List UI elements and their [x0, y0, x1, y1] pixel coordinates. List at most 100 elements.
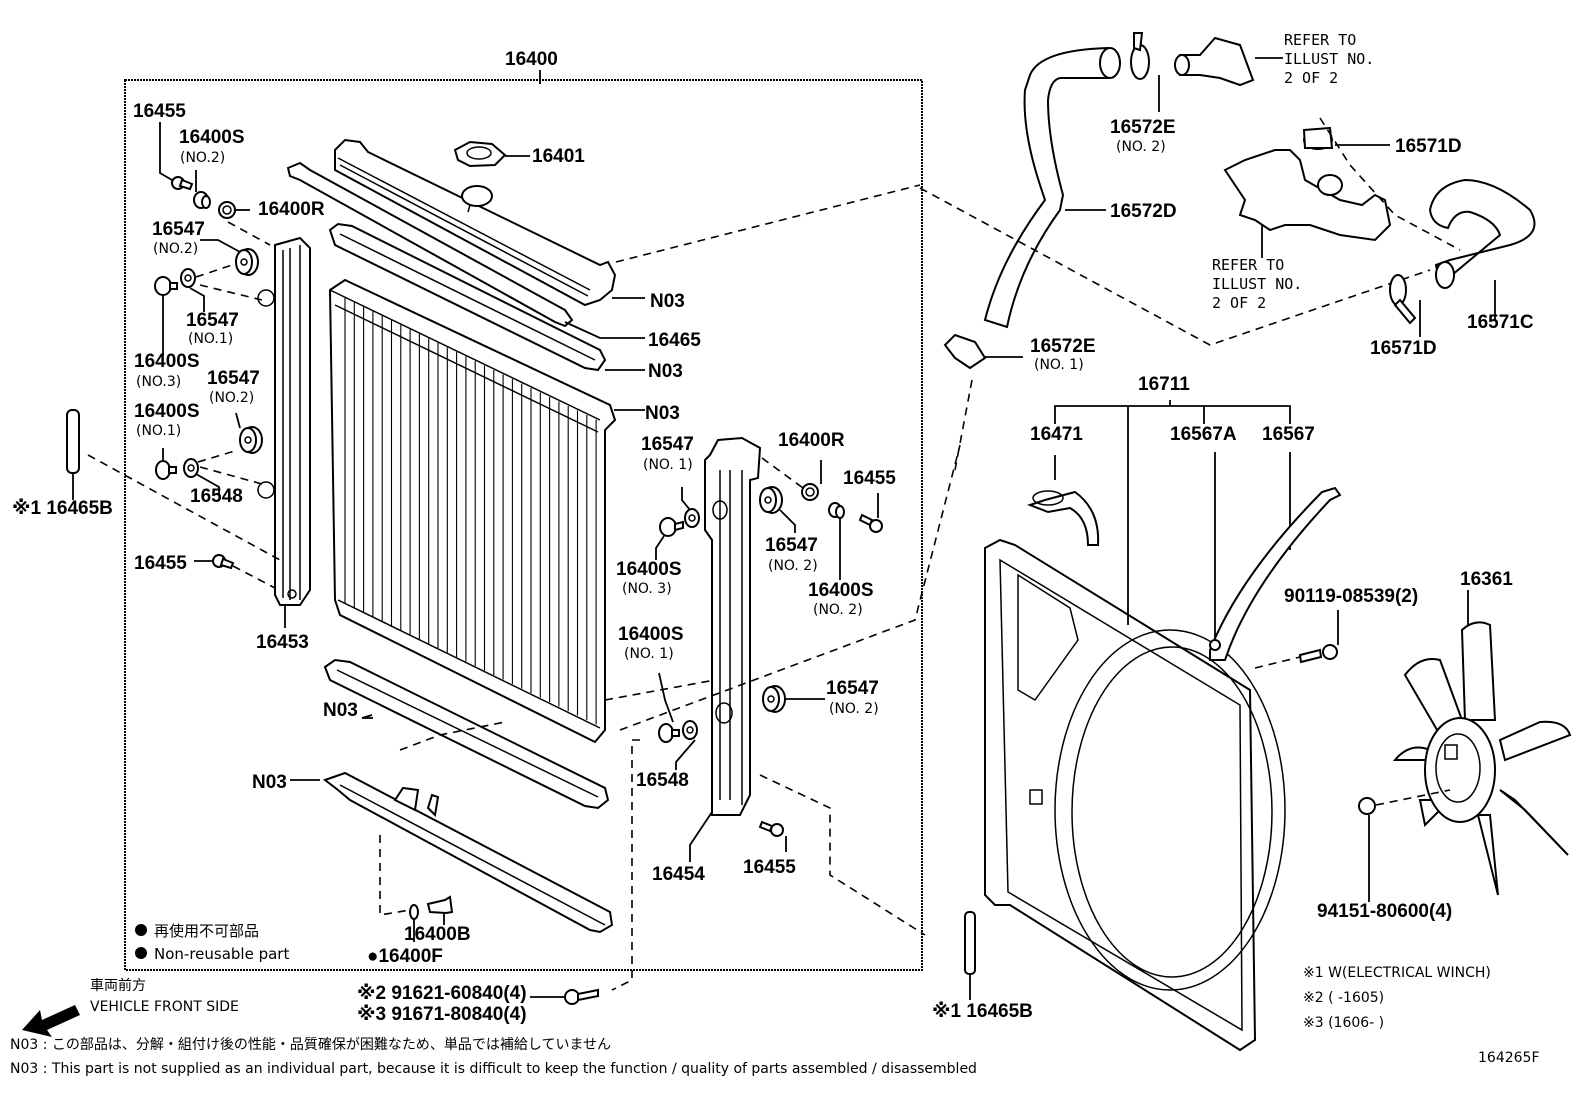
label-16400S[interactable]: 16400S [616, 559, 682, 580]
washer-16547-no1-right[interactable] [684, 508, 700, 528]
label-16361[interactable]: 16361 [1460, 569, 1513, 590]
pin-16465B-right[interactable] [964, 911, 976, 975]
grommet-16400R-top[interactable] [218, 201, 236, 219]
label-n03[interactable]: N03 [645, 403, 680, 424]
label-16465B[interactable]: ※1 16465B [932, 1001, 1033, 1022]
label-16453[interactable]: 16453 [256, 632, 309, 653]
fan-shroud[interactable] [984, 538, 1286, 1052]
label-16455[interactable]: 16455 [134, 553, 187, 574]
label-16400R[interactable]: 16400R [258, 199, 325, 220]
radiator-support-right-16454[interactable] [704, 436, 762, 816]
label-16400S[interactable]: 16400S [134, 351, 200, 372]
collar-16400S-no2-right[interactable] [828, 502, 845, 519]
radiator-core-n03[interactable] [328, 278, 617, 744]
hose-16571C[interactable] [1428, 178, 1536, 289]
label-16465B[interactable]: ※1 16465B [12, 498, 113, 519]
upper-tank[interactable] [334, 138, 617, 307]
bolt-16455-right-top[interactable] [858, 513, 883, 533]
upper-hose-16572D[interactable] [983, 46, 1121, 329]
reservoir-hose-16567[interactable] [1209, 486, 1342, 661]
label-16572D[interactable]: 16572D [1110, 201, 1177, 222]
grommet-16400R-right[interactable] [801, 483, 819, 501]
label-16547[interactable]: 16547 [207, 368, 260, 389]
bolt-16455-top[interactable] [171, 176, 194, 191]
label-sub: (NO. 1) [1034, 357, 1084, 373]
label-16465[interactable]: 16465 [648, 330, 701, 351]
label-16567A[interactable]: 16567A [1170, 424, 1237, 445]
drain-cock-16400B[interactable] [426, 895, 454, 915]
label-16455[interactable]: 16455 [843, 468, 896, 489]
label-16571D[interactable]: 16571D [1395, 136, 1462, 157]
note-n03-jp: N03 : この部品は、分解・組付け後の性能・品質確保が困難なため、単品では補給… [10, 1037, 611, 1053]
label-16400B[interactable]: 16400B [404, 924, 471, 945]
lower-tank-n03[interactable] [322, 771, 614, 934]
radiator-support-left-16453[interactable] [257, 236, 311, 606]
label-16454[interactable]: 16454 [652, 864, 705, 885]
label-16548[interactable]: 16548 [190, 486, 243, 507]
collar-16400S-no1-right[interactable] [658, 723, 680, 743]
label-n03[interactable]: N03 [648, 361, 683, 382]
collar-16400S-no3-right[interactable] [659, 517, 684, 537]
cushion-16547-no2-right-bottom[interactable] [762, 685, 786, 713]
cushion-16547-no2-mid[interactable] [239, 426, 263, 454]
label-90119[interactable]: 90119-08539(2) [1284, 586, 1418, 607]
label-94151[interactable]: 94151-80600(4) [1317, 901, 1452, 922]
label-16401[interactable]: 16401 [532, 146, 585, 167]
label-16400S[interactable]: 16400S [618, 624, 684, 645]
o-ring-16400F[interactable] [409, 904, 419, 920]
label-16400F[interactable]: ●16400F [367, 946, 443, 967]
cushion-16547-no2-right-top[interactable] [759, 486, 783, 514]
label-91671[interactable]: ※3 91671-80840(4) [357, 1004, 527, 1025]
hose-clamp-16571D-bottom[interactable] [1389, 274, 1417, 325]
collar-16400S-no2-top[interactable] [193, 191, 211, 209]
water-outlet[interactable] [1174, 36, 1255, 87]
label-16572E[interactable]: 16572E [1030, 336, 1096, 357]
nut-94151-80600[interactable] [1358, 797, 1376, 815]
assembly-label-16400[interactable]: 16400 [505, 49, 558, 70]
collar-16400S-no1-left[interactable] [155, 460, 177, 480]
label-16547[interactable]: 16547 [641, 434, 694, 455]
label-16400S[interactable]: 16400S [808, 580, 874, 601]
bolt-90119-08539[interactable] [1298, 644, 1338, 664]
label-n03[interactable]: N03 [650, 291, 685, 312]
label-16547[interactable]: 16547 [826, 678, 879, 699]
label-16571D[interactable]: 16571D [1370, 338, 1437, 359]
label-16711[interactable]: 16711 [1138, 374, 1190, 395]
label-16547[interactable]: 16547 [152, 219, 205, 240]
washer-16548-right[interactable] [682, 720, 698, 740]
water-inlet-housing[interactable] [1223, 126, 1392, 242]
hose-clamp-16572E-no1[interactable] [943, 333, 987, 370]
label-16547[interactable]: 16547 [765, 535, 818, 556]
collar-16400S-no3[interactable] [154, 276, 178, 296]
label-91621[interactable]: ※2 91621-60840(4) [357, 983, 527, 1004]
label-16400S[interactable]: 16400S [179, 127, 245, 148]
bolt-16455-right-bottom[interactable] [758, 820, 784, 837]
label-16400S[interactable]: 16400S [134, 401, 200, 422]
label-16455[interactable]: 16455 [133, 101, 186, 122]
cooling-fan-16361[interactable] [1392, 621, 1572, 896]
label-16547[interactable]: 16547 [186, 310, 239, 331]
pin-16465B-left[interactable] [66, 409, 80, 474]
bolt-91621-91671[interactable] [564, 988, 599, 1005]
label-16548[interactable]: 16548 [636, 770, 689, 791]
label-16571C[interactable]: 16571C [1467, 312, 1534, 333]
clamp-16567A[interactable] [1209, 639, 1221, 651]
washer-16548-left[interactable] [183, 458, 199, 478]
label-16400R[interactable]: 16400R [778, 430, 845, 451]
label-n03[interactable]: N03 [323, 700, 358, 721]
note-n03-en: N03 : This part is not supplied as an in… [10, 1061, 977, 1077]
label-n03[interactable]: N03 [252, 772, 287, 793]
label-16455[interactable]: 16455 [743, 857, 796, 878]
gasket-upper-n03[interactable] [328, 222, 607, 372]
bolt-16455-lower-left[interactable] [212, 554, 235, 570]
radiator-cap-16401[interactable] [453, 140, 507, 168]
label-16567[interactable]: 16567 [1262, 424, 1315, 445]
label-sub: (NO. 2) [829, 701, 879, 717]
gasket-lower-n03[interactable] [323, 658, 610, 810]
hose-clamp-16572E-no2[interactable] [1130, 32, 1150, 80]
drain-hose-16471[interactable] [1027, 490, 1100, 546]
label-16471[interactable]: 16471 [1030, 424, 1083, 445]
cushion-16547-no2-top[interactable] [235, 248, 259, 276]
washer-16547-no1-left[interactable] [180, 268, 196, 288]
label-16572E[interactable]: 16572E [1110, 117, 1176, 138]
